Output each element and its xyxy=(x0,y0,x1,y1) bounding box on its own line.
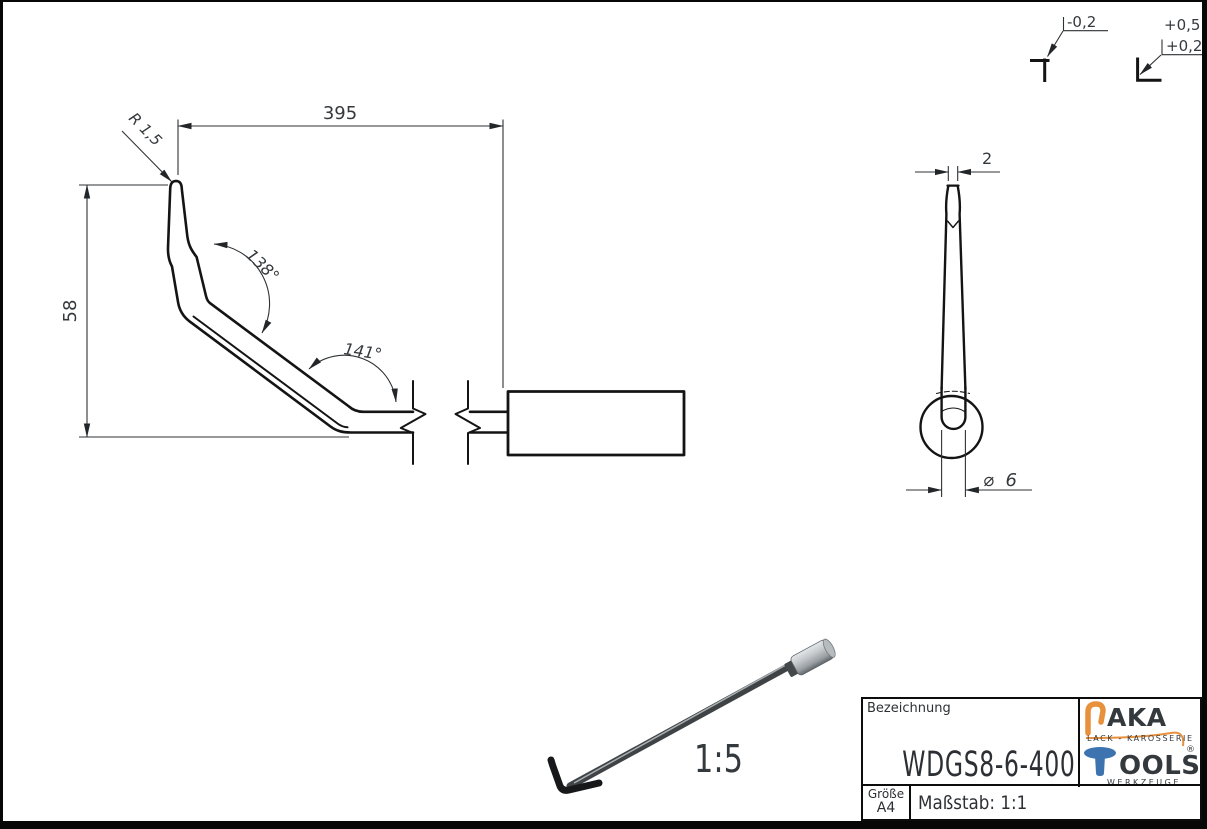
hook-inner-outline xyxy=(174,179,415,414)
edge-corner-glyph xyxy=(1136,57,1162,82)
handle-collar xyxy=(784,660,799,677)
shaft-stub-lines xyxy=(468,410,510,434)
handle-end-cap xyxy=(822,638,836,658)
tolerance-shelf xyxy=(1062,17,1108,32)
side-view-dim-texts: 395 58 R 1,5 138° 141° xyxy=(60,103,383,364)
front-view-dim-texts: 2 ⌀ 6 xyxy=(982,149,1020,491)
part-number: WDGS8-6-400 xyxy=(901,745,1075,785)
side-view-dimensions xyxy=(79,119,504,438)
designation-cell: Bezeichnung WDGS8-6-400 xyxy=(863,699,1080,787)
angle-arc-138 xyxy=(213,241,272,334)
logo-cell: AKA LACK - KAROSSERIE OOLS ® WERKZEUGE xyxy=(1080,699,1200,787)
size-label: Größe xyxy=(867,787,905,802)
size-cell: Größe A4 xyxy=(863,786,911,819)
dim-text-395: 395 xyxy=(323,103,357,124)
edge-tolerance-left: -0,2 xyxy=(1030,13,1108,82)
tool-shaft-3d xyxy=(566,659,799,790)
bend-outer-circle xyxy=(919,394,984,460)
tools-t-icon-cap xyxy=(1084,747,1116,759)
logo-registered-mark: ® xyxy=(1186,745,1195,755)
tool-hook-tip-3d xyxy=(547,756,603,794)
dim-text-diameter: ⌀ 6 xyxy=(983,470,1020,491)
detail-scale-label: 1:5 xyxy=(694,738,743,782)
edge-tolerance-right: +0,5 +0,2 xyxy=(1136,16,1205,82)
angle-label-138: 138° xyxy=(242,245,283,285)
break-symbol-right xyxy=(454,380,481,465)
handle-rectangle xyxy=(506,390,686,457)
hidden-edge-dashed xyxy=(935,390,971,395)
edge-corner-glyph xyxy=(1030,58,1050,82)
logo-aka-text: AKA xyxy=(1107,703,1167,732)
angle-label-141: 141° xyxy=(342,339,383,364)
bend-inner-arc xyxy=(940,407,966,413)
logo-werkzeuge-text: WERKZEUGE xyxy=(1107,778,1181,787)
tolerance-value: -0,2 xyxy=(1067,13,1096,31)
blade-grind-chevron xyxy=(946,220,960,229)
title-block-row-2: Größe A4 Maßstab: 1:1 xyxy=(863,784,1200,819)
tool-shaft-highlight xyxy=(573,660,793,784)
tolerance-shelf xyxy=(1161,39,1205,56)
logo-lack-karosserie-text: LACK - KAROSSERIE xyxy=(1087,734,1194,743)
radius-label: R 1,5 xyxy=(125,109,165,149)
aka-tools-logo: AKA LACK - KAROSSERIE OOLS ® WERKZEUGE xyxy=(1084,701,1199,787)
radius-leader-line xyxy=(121,130,172,182)
side-profile-view xyxy=(166,179,686,465)
logo-ools-text: OOLS xyxy=(1119,751,1199,781)
front-view-dimensions xyxy=(906,166,1032,497)
dim-text-2: 2 xyxy=(982,149,992,168)
tools-t-icon-stem xyxy=(1095,756,1105,776)
designation-label: Bezeichnung xyxy=(867,701,951,716)
blade-transition-line xyxy=(192,315,349,429)
aka-hook-icon xyxy=(1085,701,1106,736)
tolerance-upper-value: +0,5 xyxy=(1164,16,1200,34)
title-block: Bezeichnung WDGS8-6-400 AKA LACK - KAROS… xyxy=(861,697,1202,821)
tolerance-leader xyxy=(1047,30,1064,57)
tolerance-leader xyxy=(1139,54,1162,75)
blade-right-edge xyxy=(956,184,967,391)
angle-arc-141 xyxy=(308,354,398,403)
tolerance-lower-value: +0,2 xyxy=(1166,37,1202,55)
size-value: A4 xyxy=(876,800,896,817)
break-symbol-left xyxy=(399,380,427,465)
detail-3d-view: 1:5 xyxy=(547,638,836,794)
tool-handle-3d xyxy=(784,638,836,677)
shaft-end-stadium xyxy=(940,385,967,431)
scale-cell: Maßstab: 1:1 xyxy=(918,791,1028,814)
dim-text-58: 58 xyxy=(60,300,81,323)
title-block-row-1: Bezeichnung WDGS8-6-400 AKA LACK - KAROS… xyxy=(863,699,1200,787)
logo-swoosh xyxy=(1085,731,1185,747)
front-view xyxy=(919,184,984,460)
blade-left-edge xyxy=(940,184,950,391)
hook-outer-outline xyxy=(166,179,415,434)
